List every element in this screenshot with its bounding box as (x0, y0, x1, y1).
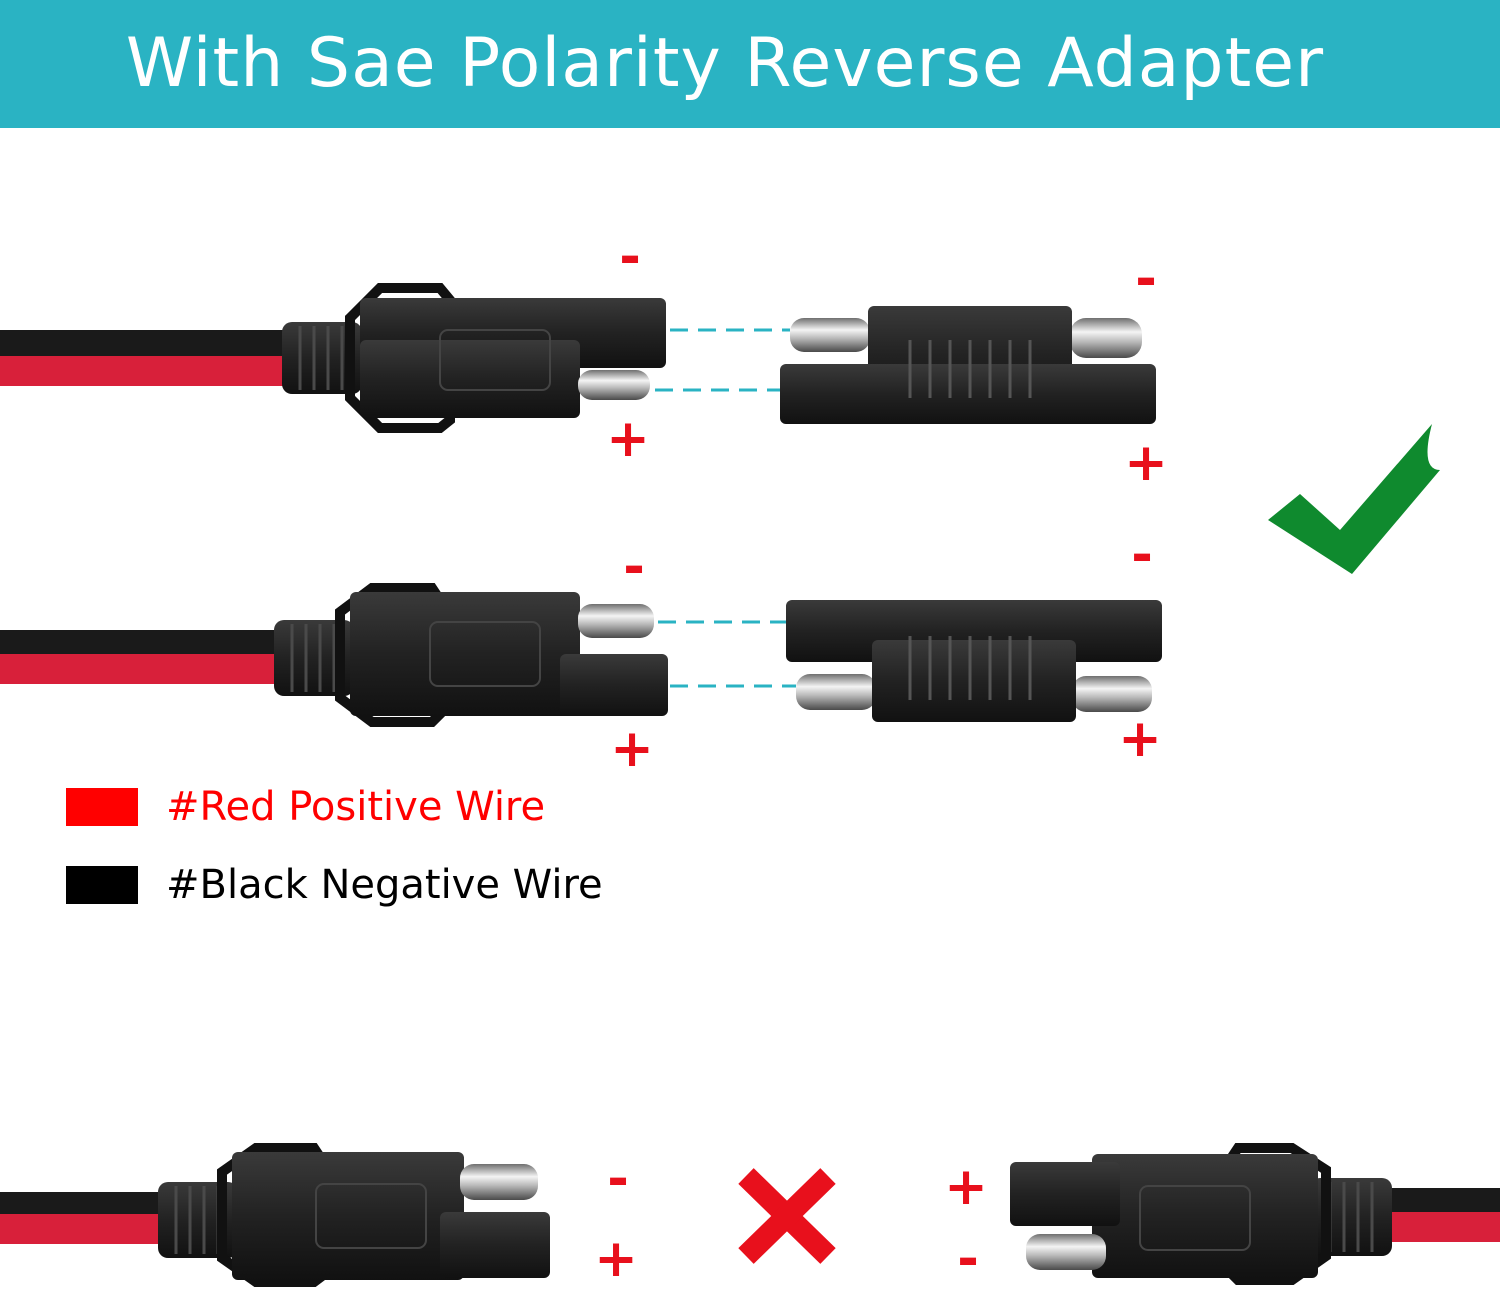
pin-bullet (796, 674, 876, 710)
housing-lower (780, 364, 1156, 424)
page-title: With Sae Polarity Reverse Adapter (125, 24, 1325, 103)
red-wire (0, 654, 280, 684)
housing-body (350, 592, 580, 716)
polarity-minus: - (957, 1229, 979, 1289)
legend-label-red: #Red Positive Wire (166, 784, 546, 830)
row3-right-plug (1010, 1143, 1500, 1285)
pin-bullet (790, 318, 870, 352)
polarity-minus: - (1135, 249, 1157, 309)
housing-upper (1010, 1162, 1120, 1226)
polarity-minus: - (619, 227, 641, 287)
polarity-minus: - (623, 537, 645, 597)
housing-body (1092, 1154, 1318, 1278)
title-banner: With Sae Polarity Reverse Adapter (0, 0, 1500, 128)
row1-right-adapter (780, 306, 1156, 424)
pin-bullet (460, 1164, 538, 1200)
housing-lower (440, 1212, 550, 1278)
black-wire (0, 330, 290, 356)
row2-right-adapter (786, 600, 1162, 722)
alignment-lines-row1 (655, 328, 790, 392)
black-wire (0, 1192, 170, 1214)
polarity-plus: + (606, 409, 650, 469)
housing-lower (360, 340, 580, 418)
polarity-plus: + (1118, 709, 1162, 769)
alignment-lines-row2 (658, 620, 796, 688)
polarity-minus: - (1131, 525, 1153, 585)
pin-bullet (1072, 676, 1152, 712)
black-wire (0, 630, 280, 654)
pin-bullet (1026, 1234, 1106, 1270)
pin-bullet (578, 370, 650, 400)
legend-label-black: #Black Negative Wire (166, 862, 603, 908)
green-check-icon (1268, 424, 1440, 574)
red-wire (0, 356, 290, 386)
pin-bullet (1070, 318, 1142, 358)
polarity-plus: + (594, 1229, 638, 1289)
pin-bullet (578, 604, 654, 638)
red-x-icon (738, 1168, 836, 1264)
housing-lower (872, 640, 1076, 722)
polarity-plus: + (944, 1157, 988, 1217)
polarity-plus: + (1124, 433, 1168, 493)
row3-left-plug (0, 1143, 550, 1287)
polarity-plus: + (610, 719, 654, 779)
black-swatch (66, 866, 138, 904)
red-swatch (66, 788, 138, 826)
black-wire (1390, 1188, 1500, 1212)
row2-left-plug (0, 583, 668, 727)
red-wire (0, 1214, 170, 1244)
row1-left-plug (0, 283, 666, 433)
polarity-minus: - (607, 1149, 629, 1209)
housing-lower (560, 654, 668, 716)
housing-body (232, 1152, 464, 1280)
red-wire (1390, 1212, 1500, 1242)
